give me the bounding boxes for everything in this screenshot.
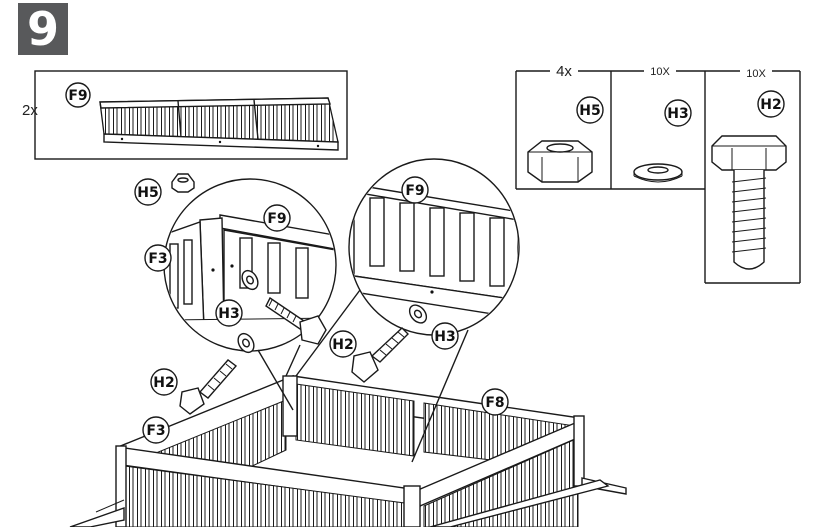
svg-text:F3: F3 xyxy=(148,251,167,267)
svg-text:F3: F3 xyxy=(146,423,165,439)
h2-quantity: 10X xyxy=(746,68,766,80)
callout-h2-right: H2 xyxy=(329,330,357,358)
svg-text:F9: F9 xyxy=(405,183,424,199)
step-number-badge: 9 xyxy=(18,3,68,55)
callout-f9-right: F9 xyxy=(401,176,429,204)
panel-quantity: 2x xyxy=(22,102,38,119)
left-detail-zoom xyxy=(163,178,337,411)
panel-part-callout: F9 xyxy=(65,82,91,108)
h5-part-callout: H5 xyxy=(576,96,604,124)
svg-text:H3: H3 xyxy=(434,329,455,345)
callout-f9-left: F9 xyxy=(263,204,291,232)
svg-text:H3: H3 xyxy=(218,306,239,322)
hex-bolt-icon xyxy=(711,135,787,270)
washer-icon xyxy=(633,163,683,183)
hardware-box: 4x 10X 10X H5 H3 H2 xyxy=(515,63,801,284)
right-washer-icon xyxy=(408,304,428,324)
left-lower-bolt-icon xyxy=(179,359,238,415)
callout-f3-left: F3 xyxy=(144,244,172,272)
left-lower-washer-icon xyxy=(237,332,255,354)
right-detail-zoom xyxy=(295,158,520,463)
svg-text:F9: F9 xyxy=(267,211,286,227)
svg-text:H3: H3 xyxy=(667,106,688,122)
h3-quantity: 10X xyxy=(650,66,670,78)
panel-quantity-box: 2x F9 xyxy=(22,70,348,160)
svg-text:F9: F9 xyxy=(68,88,87,104)
callout-f3-lower: F3 xyxy=(142,416,170,444)
h5-quantity: 4x xyxy=(556,63,572,80)
left-zoom-washer-icon xyxy=(241,269,259,291)
callout-f8: F8 xyxy=(481,388,509,416)
h3-part-callout: H3 xyxy=(664,99,692,127)
callout-h3-right: H3 xyxy=(431,322,459,350)
svg-text:H5: H5 xyxy=(137,185,158,201)
callout-h5: H5 xyxy=(134,178,162,206)
callout-h3-left: H3 xyxy=(215,299,243,327)
svg-text:H2: H2 xyxy=(332,337,353,353)
svg-text:H2: H2 xyxy=(153,375,174,391)
left-zoom-bolt-icon xyxy=(265,296,327,345)
hex-nut-icon xyxy=(527,140,593,183)
raised-bed-frame xyxy=(69,374,627,527)
right-bolt-icon xyxy=(351,327,409,383)
svg-text:H5: H5 xyxy=(579,103,600,119)
h2-part-callout: H2 xyxy=(757,90,785,118)
panel-f9-drawing xyxy=(99,97,339,151)
svg-text:F8: F8 xyxy=(485,395,504,411)
left-upper-nut-icon xyxy=(171,173,195,193)
svg-text:H2: H2 xyxy=(760,97,781,113)
callout-h2-left: H2 xyxy=(150,368,178,396)
